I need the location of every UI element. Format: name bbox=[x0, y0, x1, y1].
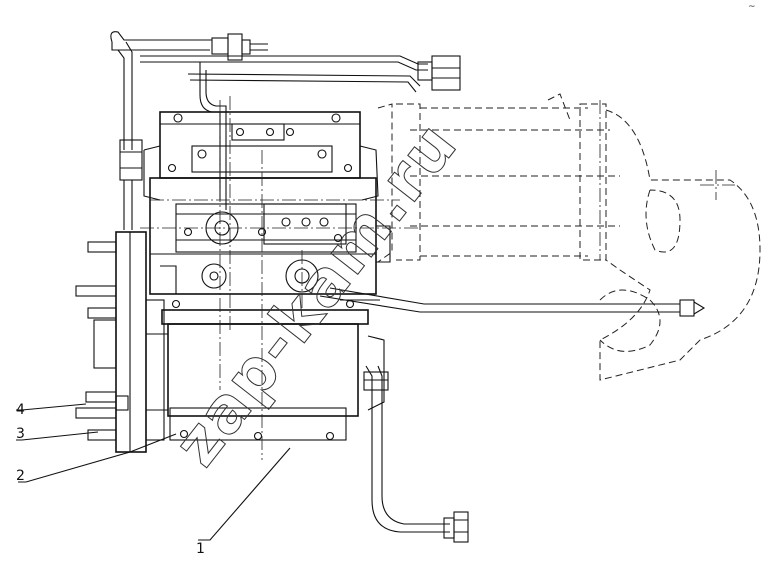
centre-lines bbox=[140, 96, 735, 460]
mounting-flange bbox=[75, 231, 168, 453]
lower-right-pipe bbox=[319, 287, 706, 317]
down-pipe bbox=[363, 365, 469, 543]
cylinder-head bbox=[143, 111, 379, 201]
callout-1: 1 bbox=[196, 447, 291, 557]
callout-4: 4 bbox=[16, 402, 87, 418]
corner-mark: ~ bbox=[748, 2, 756, 12]
left-vertical-pipe bbox=[117, 41, 143, 230]
engine-outline-dashed bbox=[377, 93, 761, 381]
callout-1-label: 1 bbox=[196, 541, 205, 557]
callout-2: 2 bbox=[16, 433, 177, 484]
callout-4-label: 4 bbox=[16, 402, 25, 418]
crankcase bbox=[161, 309, 385, 441]
callout-2-label: 2 bbox=[16, 468, 25, 484]
callout-3: 3 bbox=[16, 426, 99, 442]
callout-3-label: 3 bbox=[16, 426, 25, 442]
